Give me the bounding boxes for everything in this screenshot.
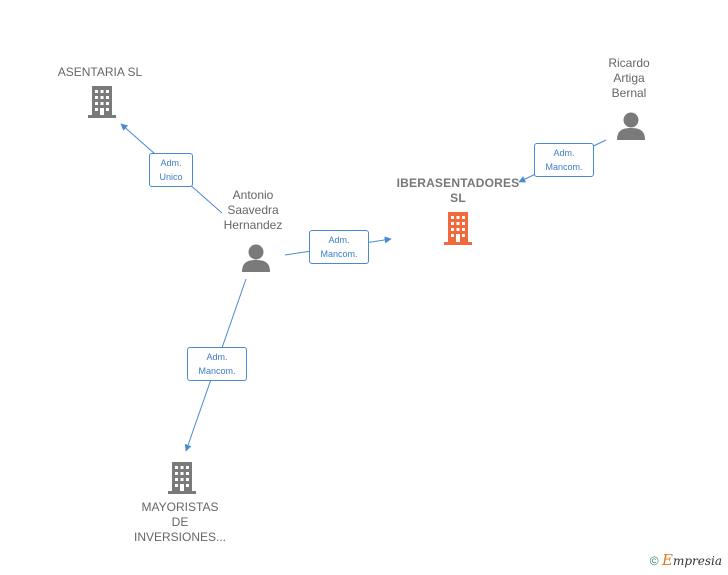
edge-label-line: Adm.	[206, 352, 228, 362]
node-label-line: Antonio	[232, 188, 274, 202]
node-label-iberasentadores[interactable]: IBERASENTADORES SL	[378, 176, 538, 206]
edge-label-antonio-mayoristas[interactable]: Adm. Mancom.	[187, 347, 247, 381]
person-icon[interactable]	[241, 243, 271, 272]
node-label-ricardo[interactable]: Ricardo Artiga Bernal	[589, 56, 669, 101]
building-icon-highlighted[interactable]	[442, 210, 474, 246]
node-label-asentaria[interactable]: ASENTARIA SL	[57, 65, 143, 79]
brand-logo-initial: E	[661, 551, 673, 569]
node-label-line: INVERSIONES...	[133, 530, 227, 544]
edge-label-line: Adm.	[328, 235, 350, 245]
node-label-line: MAYORISTAS	[141, 500, 219, 514]
brand-logo-text: mpresia	[672, 554, 722, 568]
node-label-line: SL	[450, 191, 466, 205]
edge-label-line: Mancom.	[545, 162, 583, 172]
edge-label-antonio-asentaria[interactable]: Adm. Unico	[149, 153, 193, 187]
node-label-line: DE	[171, 515, 189, 529]
edge-label-line: Mancom.	[320, 249, 358, 259]
node-label-line: IBERASENTADORES	[396, 176, 520, 190]
brand-footer: © Empresia	[650, 551, 722, 569]
edge-label-line: Unico	[159, 172, 183, 182]
node-label-line: Hernandez	[223, 218, 283, 232]
person-icon[interactable]	[616, 111, 646, 140]
edge-label-line: Adm.	[553, 148, 575, 158]
node-label-line: Ricardo	[608, 56, 650, 70]
node-label-antonio[interactable]: Antonio Saavedra Hernandez	[213, 188, 293, 233]
edge-label-antonio-iberasentadores[interactable]: Adm. Mancom.	[309, 230, 369, 264]
edge-label-line: Mancom.	[198, 366, 236, 376]
node-label-mayoristas[interactable]: MAYORISTAS DE INVERSIONES...	[120, 500, 240, 545]
edge-label-line: Adm.	[160, 158, 182, 168]
node-label-line: Saavedra	[227, 203, 279, 217]
node-label-line: Artiga	[613, 71, 645, 85]
copyright-icon: ©	[649, 554, 659, 568]
edge-label-ricardo-iberasentadores[interactable]: Adm. Mancom.	[534, 143, 594, 177]
building-icon[interactable]	[86, 84, 118, 119]
node-label-line: Bernal	[611, 86, 647, 100]
building-icon[interactable]	[166, 460, 198, 495]
